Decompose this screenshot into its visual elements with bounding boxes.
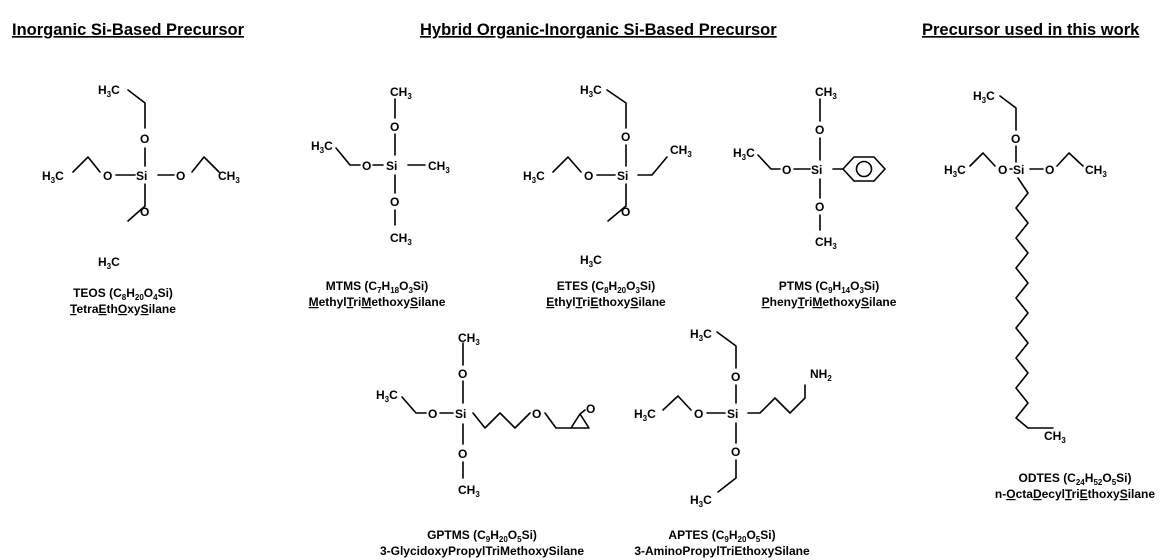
caption-odtes-formula: ODTES (C24H52O5Si) [1019, 471, 1132, 487]
gptms-o-top: O [458, 367, 467, 381]
odtes-ch3-end: CH3 [1044, 429, 1066, 445]
teos-o-top: O [140, 132, 149, 146]
etes-h3c-top: H3C [580, 83, 602, 99]
teos-h3c-left: H3C [42, 169, 64, 185]
etes-o-bottom: O [621, 205, 630, 219]
mtms-o-bottom: O [390, 195, 399, 209]
caption-teos-name: TetraEthOxySilane [70, 302, 176, 316]
caption-gptms-name: 3-GlycidoxyPropylTriMethoxySilane [380, 544, 584, 558]
ptms-o-top: O [815, 123, 824, 137]
ptms-phenyl-ring [842, 156, 886, 182]
mtms-h3c-left: H3C [311, 139, 333, 155]
gptms-o-bottom: O [458, 447, 467, 461]
etes-o-left: O [584, 169, 593, 183]
caption-mtms-name: MethylTriMethoxySilane [309, 295, 446, 309]
ptms-ch3-top: CH3 [815, 85, 837, 101]
molecule-mtms: CH3 O H3C O Si CH3 O CH3 [311, 85, 450, 247]
etes-h3c-bottom: H3C [580, 253, 602, 269]
teos-h3c-bottom: H3C [98, 255, 120, 271]
mtms-ch3-bottom: CH3 [390, 231, 412, 247]
teos-o-bottom: O [140, 205, 149, 219]
teos-ch3-right: CH3 [218, 169, 240, 185]
caption-ptms-formula: PTMS (C9H14O3Si) [779, 279, 880, 295]
mtms-o-left: O [362, 159, 371, 173]
ptms-h3c-left: H3C [733, 146, 755, 162]
ptms-o-left: O [782, 163, 791, 177]
aptes-o-bottom: O [731, 445, 740, 459]
odtes-alkyl-chain [1015, 177, 1054, 429]
molecule-gptms: CH3 O H3C O Si O O O CH3 [376, 331, 595, 499]
caption-etes-formula: ETES (C8H20O3Si) [557, 279, 656, 295]
teos-o-right: O [176, 169, 185, 183]
gptms-si: Si [455, 407, 466, 421]
aptes-nh2: NH2 [810, 367, 832, 383]
teos-si: Si [136, 169, 147, 183]
odtes-o-top: O [1011, 132, 1020, 146]
gptms-o-ether: O [532, 407, 541, 421]
gptms-o-epoxide: O [586, 402, 595, 416]
odtes-h3c-left: H3C [944, 163, 966, 179]
header-inorganic: Inorganic Si-Based Precursor [12, 21, 245, 39]
caption-gptms-formula: GPTMS (C9H20O5Si) [427, 528, 537, 544]
odtes-si: Si [1013, 163, 1024, 177]
caption-teos-formula: TEOS (C8H20O4Si) [73, 286, 173, 302]
mtms-si: Si [386, 159, 397, 173]
etes-h3c-left: H3C [523, 169, 545, 185]
header-hybrid: Hybrid Organic-Inorganic Si-Based Precur… [420, 21, 777, 39]
caption-mtms-formula: MTMS (C7H18O3Si) [326, 279, 429, 295]
etes-si: Si [617, 169, 628, 183]
odtes-h3c-top: H3C [973, 89, 995, 105]
molecule-aptes: H3C O H3C O Si NH2 O H3C [634, 327, 832, 509]
caption-etes-name: EthylTriEthoxySilane [546, 295, 666, 309]
etes-o-top: O [621, 130, 630, 144]
caption-aptes-formula: APTES (C9H20O5Si) [668, 528, 775, 544]
aptes-o-left: O [694, 407, 703, 421]
odtes-ch3-right: CH3 [1085, 163, 1107, 179]
caption-aptes-name: 3-AminoPropylTriEthoxySilane [634, 544, 810, 558]
caption-odtes-name: n-OctaDecylTriEthoxySilane [995, 487, 1155, 501]
ptms-o-bottom: O [815, 200, 824, 214]
teos-h3c-top: H3C [98, 83, 120, 99]
odtes-o-left: O [998, 163, 1007, 177]
molecule-teos: H3C O H3C O Si O CH3 O H3C [42, 83, 240, 271]
odtes-o-right: O [1045, 163, 1054, 177]
gptms-ch3-bottom: CH3 [458, 483, 480, 499]
aptes-h3c-left: H3C [634, 407, 656, 423]
aptes-o-top: O [731, 370, 740, 384]
molecule-odtes: H3C O H3C O Si O CH3 CH3 [944, 89, 1107, 445]
ptms-ch3-bottom: CH3 [815, 235, 837, 251]
etes-ch3-right: CH3 [670, 143, 692, 159]
molecule-etes: H3C O H3C O Si CH3 O H3C [523, 83, 692, 269]
aptes-si: Si [727, 407, 738, 421]
caption-ptms-name: PhenyTriMethoxySilane [762, 295, 897, 309]
molecule-ptms: CH3 O H3C O Si O CH3 [733, 85, 886, 251]
header-this-work: Precursor used in this work [922, 21, 1140, 39]
aptes-h3c-top: H3C [690, 327, 712, 343]
mtms-ch3-right: CH3 [428, 159, 450, 175]
mtms-o-top: O [390, 120, 399, 134]
gptms-h3c-left: H3C [376, 388, 398, 404]
gptms-ch3-top: CH3 [458, 331, 480, 347]
gptms-o-left: O [428, 407, 437, 421]
mtms-ch3-top: CH3 [390, 85, 412, 101]
teos-o-left: O [103, 169, 112, 183]
ptms-si: Si [811, 163, 822, 177]
aptes-h3c-bottom: H3C [690, 493, 712, 509]
